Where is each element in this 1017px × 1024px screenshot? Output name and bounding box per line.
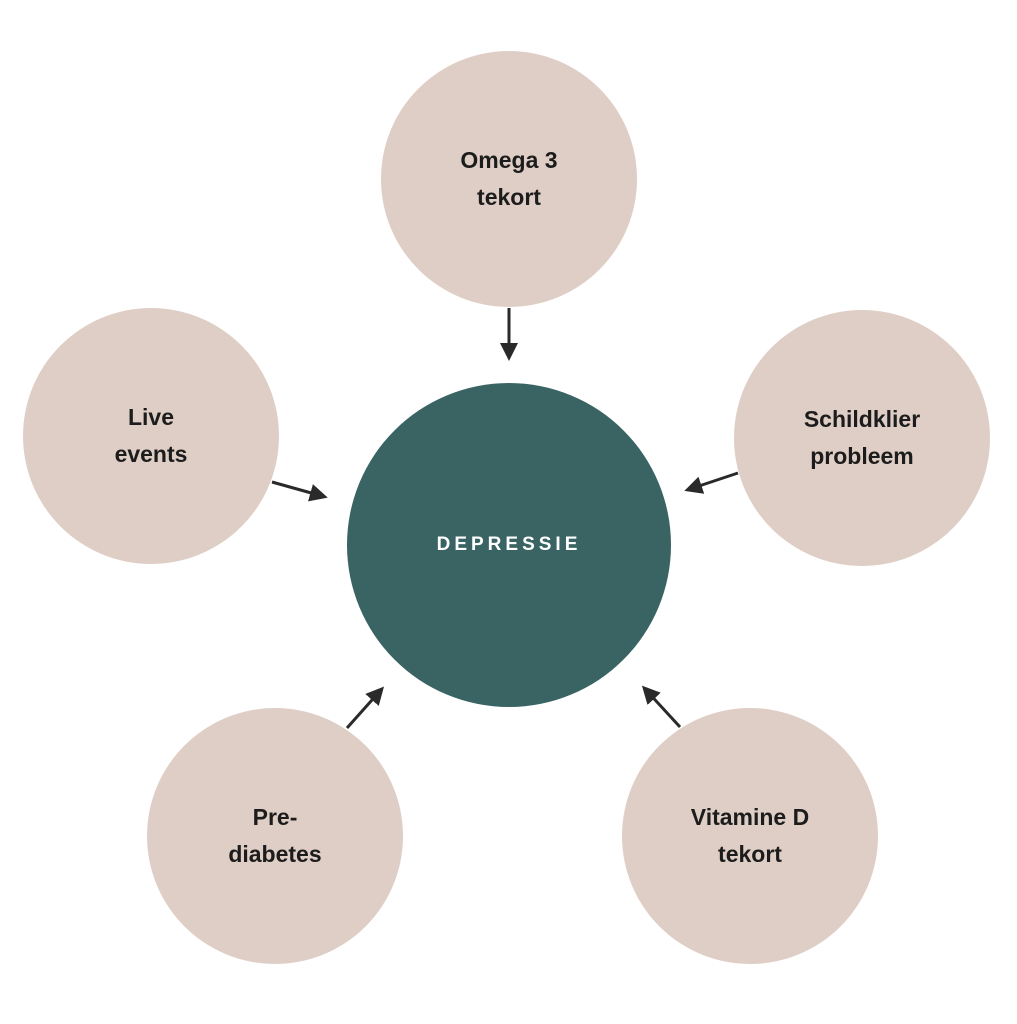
cause-label: Vitamine D tekort xyxy=(690,804,810,867)
center-node-depressie: DEPRESSIE xyxy=(347,383,671,707)
center-label: DEPRESSIE xyxy=(436,534,582,555)
arrow-vitamine-d xyxy=(641,685,682,729)
cause-label: Live events xyxy=(114,404,188,467)
arrow-prediabetes xyxy=(345,686,384,729)
cause-vitamine-d: Vitamine D tekort xyxy=(622,708,878,964)
arrow-live-events xyxy=(271,480,328,502)
cause-prediabetes: Pre- diabetes xyxy=(147,708,403,964)
cause-omega3: Omega 3 tekort xyxy=(381,51,637,307)
cause-live-events: Live events xyxy=(23,308,279,564)
cause-schildklier: Schildklier probleem xyxy=(734,310,990,566)
cause-label: Omega 3 tekort xyxy=(460,147,558,210)
cause-label: Pre- diabetes xyxy=(228,804,322,867)
cause-label: Schildklier probleem xyxy=(803,406,921,469)
arrow-schildklier xyxy=(684,471,739,494)
